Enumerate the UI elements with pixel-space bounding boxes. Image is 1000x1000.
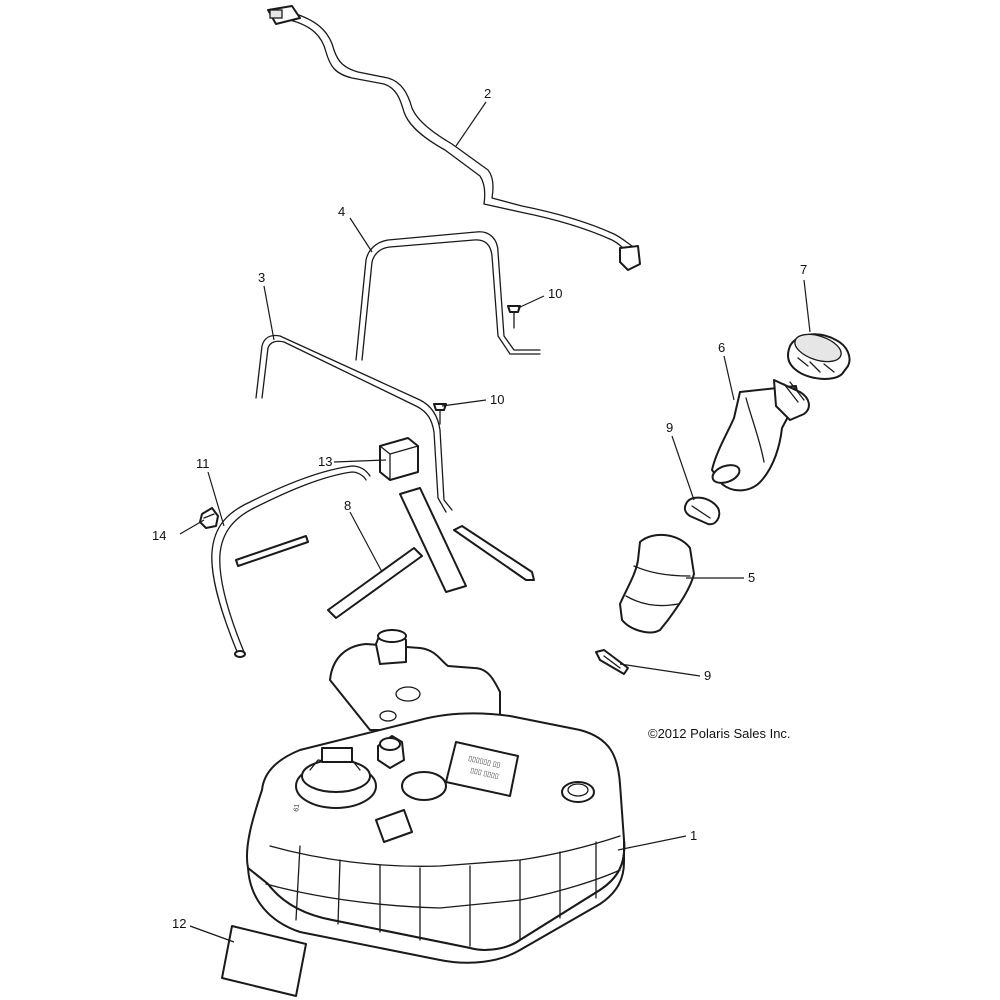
callout-6: 6 bbox=[718, 340, 725, 355]
callout-5: 5 bbox=[748, 570, 755, 585]
callout-labels: 2 4 3 10 10 7 6 9 13 11 14 8 5 9 1 12 bbox=[152, 86, 807, 931]
callout-13: 13 bbox=[318, 454, 332, 469]
callout-3: 3 bbox=[258, 270, 265, 285]
callout-7: 7 bbox=[800, 262, 807, 277]
svg-text:61: 61 bbox=[293, 803, 301, 812]
callout-9-upper: 9 bbox=[666, 420, 673, 435]
copyright-text: ©2012 Polaris Sales Inc. bbox=[648, 726, 791, 741]
part-13-foam-block bbox=[379, 437, 419, 481]
callout-10-upper: 10 bbox=[548, 286, 562, 301]
part-14-clip bbox=[199, 507, 219, 529]
callout-1: 1 bbox=[690, 828, 697, 843]
part-10-bolt-upper bbox=[507, 305, 521, 329]
callout-10-lower: 10 bbox=[490, 392, 504, 407]
callout-9-lower: 9 bbox=[704, 668, 711, 683]
callout-2: 2 bbox=[484, 86, 491, 101]
callout-8: 8 bbox=[344, 498, 351, 513]
leader-lines bbox=[179, 101, 811, 943]
part-3-lower-strap bbox=[255, 334, 453, 513]
callout-12: 12 bbox=[172, 916, 186, 931]
part-12-decal bbox=[221, 925, 307, 997]
part-1-fuel-tank: ▯▯▯▯▯▯ ▯▯ ▯▯▯ ▯▯▯▯ 61 bbox=[245, 629, 626, 964]
callout-14: 14 bbox=[152, 528, 166, 543]
part-8-pads bbox=[235, 487, 535, 619]
part-5-filler-hose bbox=[619, 533, 695, 634]
part-9-clamp-lower bbox=[595, 649, 629, 675]
part-4-upper-strap bbox=[355, 231, 541, 361]
callout-11: 11 bbox=[196, 456, 210, 471]
callout-4: 4 bbox=[338, 204, 345, 219]
part-2-vent-hose bbox=[267, 5, 641, 271]
part-6-filler-neck bbox=[711, 379, 810, 492]
part-11-hose bbox=[211, 465, 371, 658]
part-7-fuel-cap bbox=[787, 333, 851, 380]
part-10-bolt-lower bbox=[433, 403, 447, 425]
part-9-clamp-upper bbox=[683, 496, 721, 526]
